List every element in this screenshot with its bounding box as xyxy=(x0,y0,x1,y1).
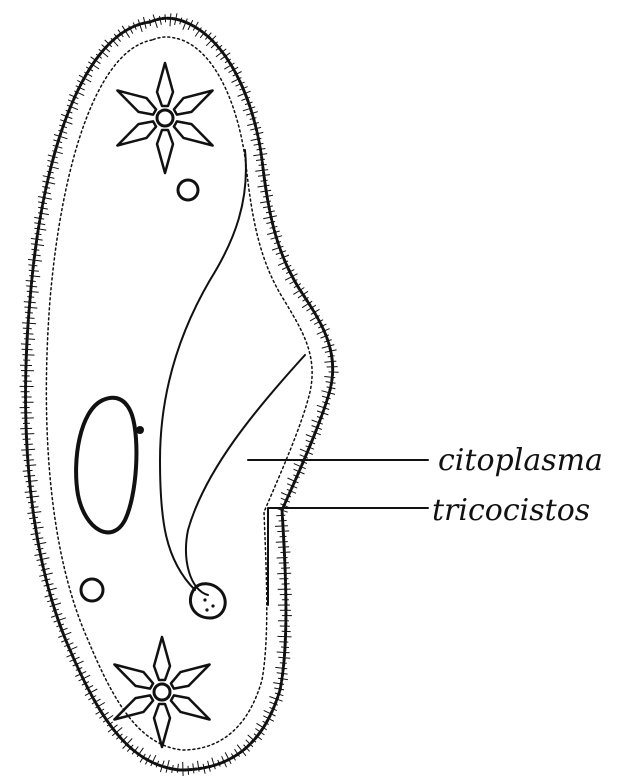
cilium xyxy=(22,323,36,324)
vacuole-canal xyxy=(174,121,213,145)
cilium xyxy=(275,526,288,527)
cilium xyxy=(27,297,34,298)
cilium xyxy=(24,460,34,461)
cilium xyxy=(259,165,267,166)
cilium xyxy=(29,517,38,518)
vacuole-center xyxy=(154,684,170,700)
cilium xyxy=(165,14,166,22)
cilium xyxy=(27,291,39,292)
vacuole-canal xyxy=(174,91,213,115)
cilium xyxy=(278,678,288,679)
cilium xyxy=(25,491,37,492)
cilium xyxy=(23,455,32,456)
cilium xyxy=(247,123,259,126)
vacuole-center xyxy=(157,110,173,126)
cilium xyxy=(170,13,171,26)
cilium xyxy=(26,481,38,482)
vacuole-canal xyxy=(114,665,153,689)
vacuole-canal xyxy=(157,63,173,106)
cilium xyxy=(28,265,37,266)
food-vacuole-lower xyxy=(81,579,103,601)
cilium xyxy=(261,180,268,181)
cilium xyxy=(281,647,289,648)
food-vacuole-upper xyxy=(178,180,198,200)
contractile-vacuole-lower xyxy=(114,637,209,747)
oral-groove-inner-line xyxy=(186,355,305,595)
cilium xyxy=(36,548,43,549)
cilium xyxy=(256,159,265,160)
cilium xyxy=(21,344,31,345)
cilium xyxy=(258,185,270,187)
trichocysts-leader-line xyxy=(268,508,428,605)
cilium xyxy=(27,486,34,487)
cilium xyxy=(34,228,46,230)
micronucleus xyxy=(136,426,144,434)
cilium xyxy=(29,270,39,271)
vacuole-canal xyxy=(154,704,170,747)
cilium xyxy=(30,507,39,508)
cilium xyxy=(277,573,291,574)
cilium xyxy=(279,521,287,522)
cilium xyxy=(212,758,216,770)
cilium xyxy=(277,531,289,532)
cilium xyxy=(278,547,289,548)
cilium xyxy=(32,255,41,256)
cilium xyxy=(277,652,290,653)
vacuole-canal xyxy=(114,695,153,719)
cilium xyxy=(276,542,288,543)
cilium xyxy=(24,339,35,340)
vacuole-canal xyxy=(157,130,173,173)
cilium xyxy=(23,328,32,329)
cilium xyxy=(276,515,285,516)
cilium xyxy=(22,349,33,350)
cilium xyxy=(275,667,287,668)
cilium xyxy=(31,249,39,250)
cilium xyxy=(177,764,178,773)
cilium xyxy=(21,449,35,450)
cytostome-vacuole xyxy=(190,584,225,618)
cilium xyxy=(26,281,36,282)
cilium xyxy=(278,636,292,637)
vacuole-canal xyxy=(117,121,156,145)
contractile-vacuole-upper xyxy=(117,63,212,173)
cilium xyxy=(25,312,33,313)
cilium xyxy=(35,543,47,545)
cilium xyxy=(35,234,42,235)
cilium xyxy=(257,149,266,150)
cilium xyxy=(26,318,35,319)
cilium xyxy=(26,286,37,287)
cilium xyxy=(23,470,33,471)
label-trichocysts: tricocistos xyxy=(268,493,590,605)
cilium xyxy=(24,476,35,477)
cilium xyxy=(24,302,36,303)
cilium xyxy=(193,763,194,773)
cilium xyxy=(280,663,287,664)
cell-body xyxy=(20,13,339,776)
cytoplasm-label: citoplasma xyxy=(438,443,603,478)
cilium xyxy=(21,434,34,435)
cilium xyxy=(188,766,189,775)
vacuole-canal xyxy=(171,695,210,719)
vacuole-canal xyxy=(171,665,210,689)
vacuole-canal xyxy=(117,91,156,115)
cilium xyxy=(47,166,59,169)
cilium xyxy=(28,502,36,503)
cilium xyxy=(328,356,335,357)
oral-groove-line xyxy=(160,150,246,590)
cilium xyxy=(280,552,290,553)
macronucleus xyxy=(76,398,136,533)
trichocysts-label: tricocistos xyxy=(432,493,590,528)
cilium xyxy=(22,355,34,356)
cilia xyxy=(20,13,339,776)
cilium xyxy=(24,307,37,308)
cilium xyxy=(150,19,151,26)
vacuole-canal xyxy=(154,637,170,680)
cilium xyxy=(24,444,33,445)
cilium xyxy=(278,657,290,658)
cilium xyxy=(277,673,288,674)
cilium xyxy=(324,361,336,362)
cilium xyxy=(23,334,33,335)
cilium xyxy=(277,558,288,559)
